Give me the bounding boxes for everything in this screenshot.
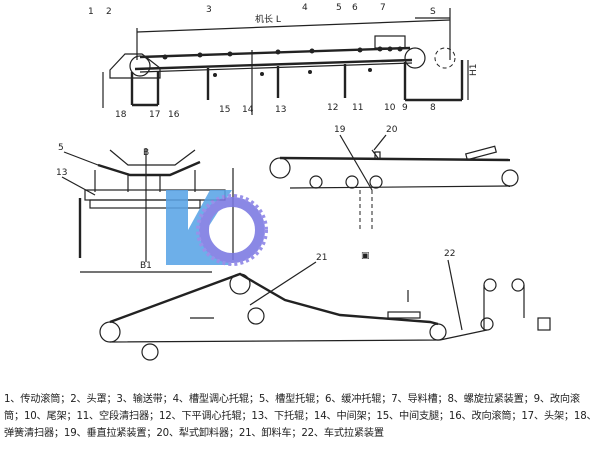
belt-conveyor-side-view: 机长 L S H1 1 2 3 4 5 6 [88, 3, 479, 120]
callout-number: 7 [380, 3, 386, 13]
h1-label: H1 [469, 64, 479, 77]
counterweight: ▣ [361, 251, 370, 261]
callout-number: 20 [386, 125, 398, 135]
callout-number: 17 [149, 110, 160, 120]
callout-number: 14 [242, 105, 254, 115]
callout-number: 15 [219, 105, 230, 115]
watermark-logo [166, 190, 268, 266]
callout-number: 22 [444, 249, 455, 259]
callout-number: 10 [384, 103, 396, 113]
callout-number: 5 [336, 3, 342, 13]
callout-number: 19 [334, 125, 346, 135]
b1-label: B1 [140, 261, 152, 271]
callout-number: 18 [115, 110, 127, 120]
callout-number: 13 [56, 168, 67, 178]
vertical-take-up-view: ▣ 19 20 [269, 125, 519, 261]
callout-number: 8 [430, 103, 436, 113]
idler-cross-section: B B1 5 13 [56, 143, 234, 273]
tripper-view: 21 22 [99, 249, 551, 361]
callout-number: 5 [58, 143, 64, 153]
callout-number: 12 [327, 103, 338, 113]
callout-number: 13 [275, 105, 286, 115]
legend-text: 1、传动滚筒；2、头罩；3、输送带；4、槽型调心托辊；5、槽型托辊；6、缓冲托辊… [4, 394, 597, 439]
b-label: B [143, 148, 149, 158]
top-callouts: 1 2 3 4 5 6 7 8 9 10 11 12 13 14 15 16 1… [88, 3, 436, 120]
callout-number: 1 [88, 7, 94, 17]
diagram-drawing: 机长 L S H1 1 2 3 4 5 6 [56, 3, 551, 361]
callout-number: 3 [206, 5, 212, 15]
callout-number: 11 [352, 103, 363, 113]
callout-number: 21 [316, 253, 327, 263]
callout-number: 9 [402, 103, 408, 113]
callout-number: 2 [106, 7, 112, 17]
s-label: S [430, 7, 436, 17]
callout-number: 16 [168, 110, 180, 120]
callout-number: 4 [302, 3, 308, 13]
length-label: 机长 L [255, 13, 281, 25]
callout-number: 6 [352, 3, 358, 13]
